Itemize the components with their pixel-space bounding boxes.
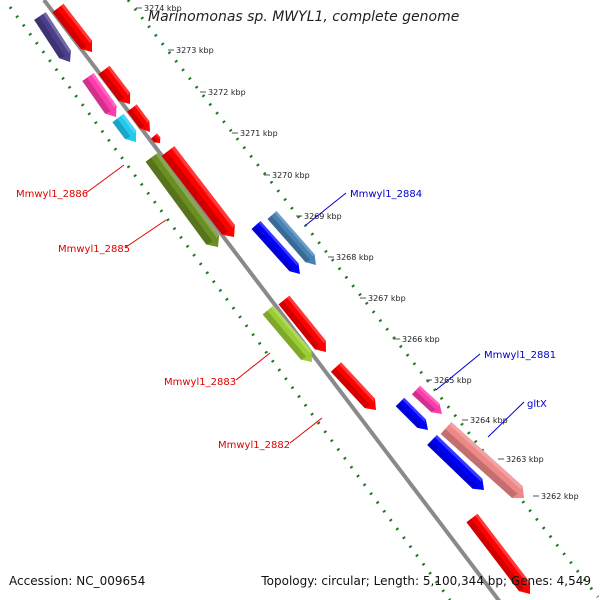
label-leader-line: [435, 353, 481, 391]
label-leader-line: [235, 352, 271, 381]
gene-label: Mmwyl1_2883: [164, 377, 236, 388]
tick-label: 3266 kbp: [402, 335, 440, 344]
gene-red-1: [52, 3, 93, 53]
label-leader-line: [289, 417, 323, 444]
map-title: Marinomonas sp. MWYL1, complete genome: [148, 9, 460, 25]
gene-blue-3: [427, 434, 485, 491]
gene-label: Mmwyl1_2882: [218, 440, 290, 451]
gene-pink-2: [411, 385, 442, 414]
label-leader-line: [125, 219, 167, 248]
gene-red-8: [466, 513, 531, 594]
tick-label: 3269 kbp: [304, 212, 342, 221]
tick-label: 3267 kbp: [368, 294, 406, 303]
gene-red-2: [98, 65, 131, 105]
gene-label: Mmwyl1_2884: [350, 189, 422, 200]
gene-olive: [145, 152, 220, 247]
gene-red-4: [150, 133, 161, 143]
gene-label: Mmwyl1_2881: [484, 350, 556, 361]
gene-label: Mmwyl1_2886: [16, 189, 88, 200]
gene-red-6: [278, 295, 327, 353]
tick-label: 3274 kbp: [144, 4, 182, 13]
accession-text: Accession: NC_009654: [9, 574, 146, 588]
label-leader-line: [487, 401, 525, 438]
gene-salmon: [440, 422, 525, 499]
tick-label: 3271 kbp: [240, 129, 278, 138]
gene-red-7: [330, 362, 377, 411]
gene-steel: [267, 211, 316, 265]
tick-label: 3264 kbp: [470, 416, 508, 425]
gene-purple: [34, 12, 71, 62]
gene-red-5: [161, 146, 235, 238]
label-leader-line: [85, 164, 125, 194]
gene-cyan: [112, 113, 137, 143]
gene-label: gltX: [527, 399, 547, 410]
label-leader-line: [305, 192, 347, 226]
gene-blue-1: [251, 220, 300, 274]
genome-summary: Topology: circular; Length: 5,100,344 bp…: [261, 574, 591, 588]
tick-label: 3265 kbp: [434, 376, 472, 385]
gene-blue-2: [395, 397, 429, 431]
gene-pink-1: [82, 72, 117, 117]
tick-label: 3262 kbp: [541, 492, 579, 501]
gene-lime: [262, 305, 312, 362]
tick-label: 3268 kbp: [336, 253, 374, 262]
tick-label: 3272 kbp: [208, 88, 246, 97]
tick-label: 3270 kbp: [272, 171, 310, 180]
tick-label: 3263 kbp: [506, 455, 544, 464]
gene-red-3: [127, 104, 150, 133]
gene-label: Mmwyl1_2885: [58, 244, 130, 255]
tick-label: 3273 kbp: [176, 46, 214, 55]
